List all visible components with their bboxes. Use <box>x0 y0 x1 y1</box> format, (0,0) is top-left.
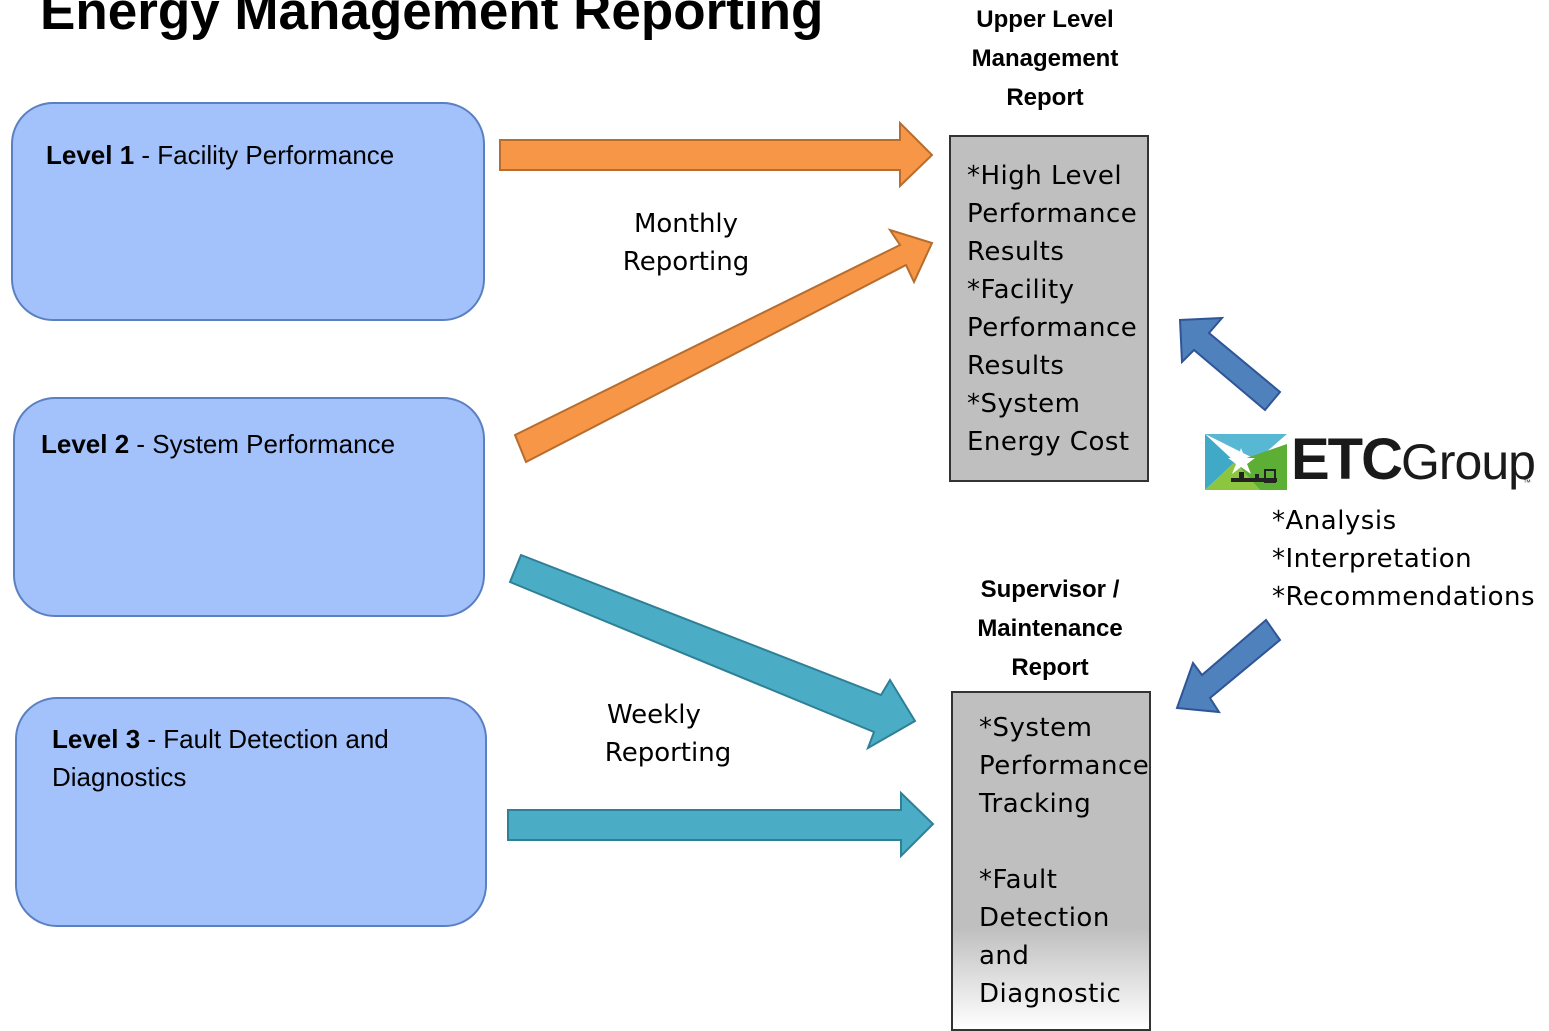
arrow-etc-to-supervisor-report <box>1175 618 1282 714</box>
weekly-caption-line-2: Reporting <box>604 738 732 768</box>
supervisor-report-item: *System <box>979 713 1093 743</box>
monthly-caption-line-1: Monthly <box>633 209 739 239</box>
upper-report-item: Performance <box>967 313 1138 343</box>
arrow-level2-to-upper-report <box>513 228 934 464</box>
etc-group-logo: ETC Group ™ <box>1205 427 1545 498</box>
etc-logo-mark-icon <box>1205 434 1287 490</box>
etc-services-list: *Analysis *Interpretation *Recommendatio… <box>1272 502 1535 616</box>
level-3-name: Level 3 <box>52 724 141 754</box>
level-1-description: - Facility Performance <box>134 140 395 170</box>
weekly-reporting-caption: Weekly Reporting <box>597 696 739 772</box>
upper-report-item: Energy Cost <box>967 427 1130 457</box>
level-2-description: - System Performance <box>129 429 396 459</box>
level-1-name: Level 1 <box>46 140 135 170</box>
level-2-label: Level 2 - System Performance <box>41 425 395 463</box>
monthly-reporting-caption: Monthly Reporting <box>615 205 757 281</box>
supervisor-report-item: Performance <box>979 751 1150 781</box>
level-1-label: Level 1 - Facility Performance <box>46 136 394 174</box>
arrow-etc-to-upper-report <box>1178 316 1282 412</box>
upper-heading-line-3: Report <box>1006 84 1084 111</box>
upper-report-heading: Upper Level Management Report <box>940 0 1150 117</box>
supervisor-heading-line-3: Report <box>1011 654 1089 681</box>
level-3-box <box>15 697 487 927</box>
upper-report-item: Results <box>967 237 1065 267</box>
etc-logo-word: Group <box>1401 434 1536 490</box>
arrow-level1-to-upper-report <box>499 120 934 189</box>
supervisor-report-item: Diagnostic <box>979 979 1122 1009</box>
supervisor-report-item: and <box>979 941 1030 971</box>
supervisor-heading-line-1: Supervisor / <box>980 576 1120 603</box>
supervisor-report-box: *System Performance Tracking *Fault Dete… <box>951 691 1151 1031</box>
upper-report-item: Performance <box>967 199 1138 229</box>
upper-report-item: *System <box>967 389 1081 419</box>
etc-service-item: *Interpretation <box>1272 544 1473 574</box>
etc-logo-brand: ETC <box>1291 427 1403 492</box>
arrow-level2-to-supervisor-report <box>508 553 917 751</box>
level-2-box <box>13 397 485 617</box>
supervisor-report-heading: Supervisor / Maintenance Report <box>950 570 1150 687</box>
etc-service-item: *Analysis <box>1272 506 1397 536</box>
etc-logo-trademark: ™ <box>1523 478 1531 487</box>
etc-service-item: *Recommendations <box>1272 582 1536 612</box>
weekly-caption-line-1: Weekly <box>607 700 701 730</box>
supervisor-heading-line-2: Maintenance <box>977 615 1123 642</box>
supervisor-report-item: Tracking <box>979 789 1092 819</box>
monthly-caption-line-2: Reporting <box>622 247 750 277</box>
arrow-level3-to-supervisor-report <box>507 790 935 859</box>
upper-report-item: *High Level <box>967 161 1123 191</box>
upper-heading-line-1: Upper Level <box>976 6 1114 33</box>
upper-report-box: *High Level Performance Results *Facilit… <box>949 135 1149 482</box>
page-title: Energy Management Reporting <box>40 0 824 41</box>
level-2-name: Level 2 <box>41 429 130 459</box>
level-3-label: Level 3 - Fault Detection and Diagnostic… <box>52 720 389 796</box>
upper-report-item: *Facility <box>967 275 1075 305</box>
level-3-description-cont: Diagnostics <box>52 762 187 792</box>
level-1-box <box>11 102 485 321</box>
supervisor-report-item: *Fault <box>979 865 1058 895</box>
upper-heading-line-2: Management <box>971 45 1119 72</box>
supervisor-report-item: Detection <box>979 903 1110 933</box>
level-3-description: - Fault Detection and <box>140 724 389 754</box>
upper-report-item: Results <box>967 351 1065 381</box>
supervisor-report-item <box>979 823 1149 861</box>
